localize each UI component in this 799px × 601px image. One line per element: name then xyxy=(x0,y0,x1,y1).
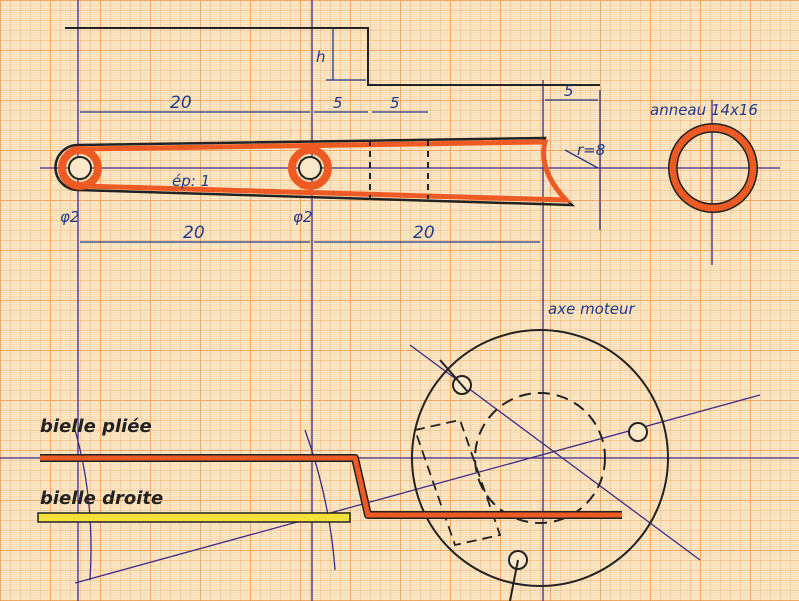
step-profile xyxy=(65,27,600,86)
motor-axis-label: axe moteur xyxy=(548,300,635,318)
dimension-lines xyxy=(80,99,599,243)
dim-5-a: 5 xyxy=(333,94,343,112)
ring xyxy=(668,123,758,213)
dim-h: h xyxy=(316,48,326,66)
dim-20-bottom-b: 20 xyxy=(413,223,435,243)
bent-rod xyxy=(40,454,622,519)
dim-20-bottom-a: 20 xyxy=(183,223,205,243)
thickness-label: ép: 1 xyxy=(172,172,210,190)
dim-5-b: 5 xyxy=(390,94,400,112)
dim-radius: r=8 xyxy=(577,141,605,159)
connecting-rod xyxy=(54,136,576,207)
bent-rod-label: bielle pliée xyxy=(40,416,152,437)
dim-5-right: 5 xyxy=(564,82,574,100)
motor-disc xyxy=(411,329,669,601)
straight-rod-label: bielle droite xyxy=(40,488,163,509)
hole-middle-label: φ2 xyxy=(293,208,312,226)
dim-20-top: 20 xyxy=(170,93,192,113)
ring-label: anneau 14x16 xyxy=(650,101,758,119)
straight-rod xyxy=(37,512,351,523)
hole-left-label: φ2 xyxy=(60,208,79,226)
